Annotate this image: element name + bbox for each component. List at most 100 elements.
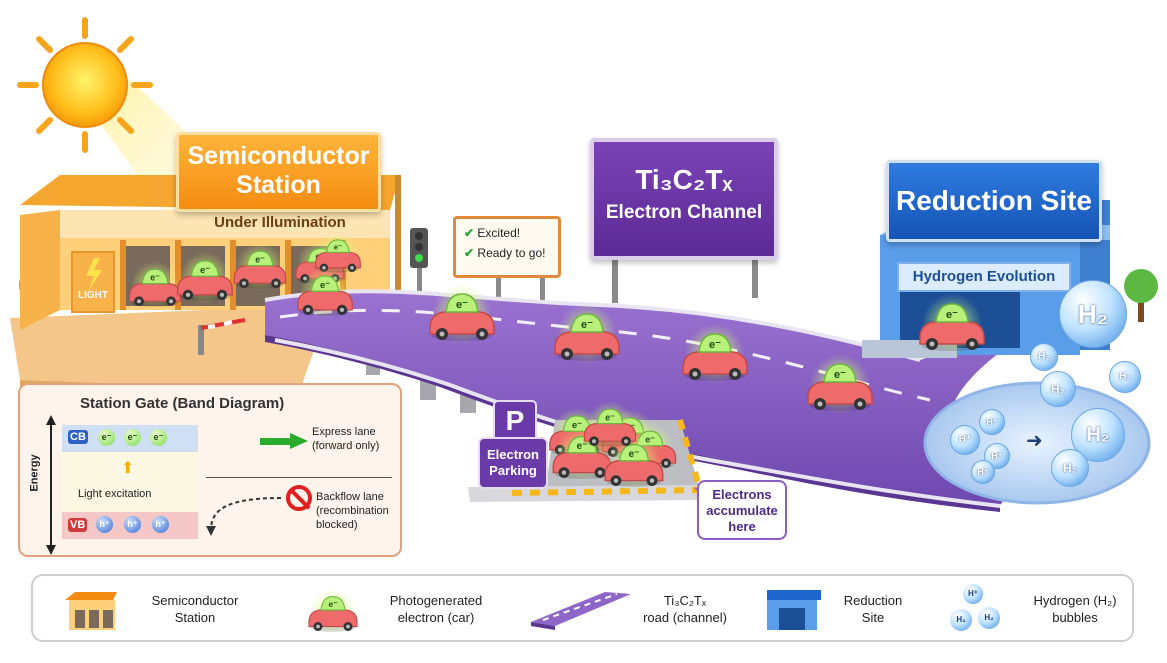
electrons-accumulate-callout: Electrons accumulate here (697, 480, 787, 540)
station-title-line1: Semiconductor (187, 142, 370, 170)
h2-bubble: H₂ (1109, 361, 1141, 393)
h2-bubble: H₂ (1030, 343, 1058, 371)
electron-label: e⁻ (946, 309, 958, 321)
electron-car: e⁻ (919, 294, 985, 354)
parking-line2: Parking (489, 463, 537, 478)
status-ready: Ready to go! (477, 246, 546, 260)
legend-station-icon (65, 592, 117, 630)
tree-right (1124, 269, 1158, 322)
electron-label: e⁻ (645, 434, 655, 444)
semiconductor-station-sign: Semiconductor Station (176, 132, 381, 212)
express-line2: (forward only) (312, 440, 380, 452)
h2-bubble: H₂ (1051, 449, 1089, 487)
h2-bubble: H⁺ (979, 409, 1005, 435)
electron-label: e⁻ (329, 600, 338, 609)
electron-car: e⁻ (297, 267, 353, 319)
legend-road-icon (531, 592, 631, 630)
status-line-1: ✔ Excited! (464, 226, 558, 240)
electron-label: e⁻ (334, 243, 342, 252)
electron-label: e⁻ (255, 254, 265, 264)
status-sign: ✔ Excited! ✔ Ready to go! (453, 216, 561, 278)
h2-bubble: H⁺ (950, 425, 980, 455)
express-line1: Express lane (312, 426, 376, 438)
cb-electron: e⁻ (150, 429, 167, 446)
up-arrow-icon: ⬆ (121, 460, 135, 477)
electron-label: e⁻ (605, 412, 615, 422)
h2-bubble: H₂ (1059, 280, 1127, 348)
electron-car: e⁻ (233, 243, 287, 292)
electron-label: e⁻ (834, 369, 846, 381)
station-subtitle: Under Illumination (214, 214, 346, 231)
parking-p-sign: P (493, 400, 537, 442)
cb-electron: e⁻ (98, 429, 115, 446)
channel-title: Ti₃C₂Tₓ (635, 164, 733, 195)
cb-label: CB (68, 430, 88, 444)
sun-icon (17, 17, 153, 153)
electron-car: e⁻ (429, 284, 495, 344)
parking-line1: Electron (486, 447, 539, 462)
reduction-title: Reduction Site (895, 185, 1092, 216)
electron-label: e⁻ (577, 441, 588, 452)
legend-item-bubbles: Hydrogen (H₂) bubbles (1025, 592, 1125, 626)
legend-electron-line2: electron (car) (397, 610, 475, 625)
legend-item-road: Ti₃C₂Tₓ road (channel) (635, 592, 735, 626)
electron-label: e⁻ (572, 420, 582, 430)
electron-label: e⁻ (150, 272, 160, 282)
electron-car: e⁻ (177, 252, 233, 304)
accumulate-line3: here (728, 519, 756, 534)
no-entry-icon (286, 485, 312, 511)
light-label: LIGHT (78, 290, 108, 301)
electron-label: e⁻ (629, 449, 640, 460)
backflow-lane-label: Backflow lane (recombination blocked) (316, 490, 389, 532)
cb-electron: e⁻ (124, 429, 141, 446)
check-icon: ✔ (464, 246, 475, 260)
legend-item-station: Semiconductor Station (135, 592, 255, 626)
legend-bubbles-line1: Hydrogen (H₂) (1033, 593, 1117, 608)
status-line-2: ✔ Ready to go! (464, 246, 558, 260)
electron-car: e⁻ (128, 261, 182, 310)
light-excitation-label: Light excitation (78, 488, 152, 500)
accumulate-line1: Electrons (712, 487, 772, 502)
legend-electron-line1: Photogenerated (389, 593, 483, 608)
electron-parking-sign: Electron Parking (478, 437, 548, 489)
legend-reduction-icon (767, 590, 821, 630)
h2-bubble: H⁺ (984, 443, 1010, 469)
legend-road-line1: Ti₃C₂Tₓ (663, 593, 707, 608)
reduction-site-sign: Reduction Site (886, 160, 1102, 242)
electron-car: e⁻ (554, 304, 620, 364)
vb-label: VB (68, 518, 88, 532)
electron-label: e⁻ (709, 339, 721, 351)
electron-label: e⁻ (320, 280, 330, 290)
lightning-icon (86, 258, 102, 292)
legend-item-electron: Photogenerated electron (car) (376, 592, 496, 626)
legend-item-reduction: Reduction Site (833, 592, 913, 626)
channel-subtitle: Electron Channel (605, 202, 763, 223)
legend-panel: Semiconductor Station e⁻ Photogenerated … (31, 574, 1134, 642)
vb-hole: h⁺ (96, 516, 113, 533)
electron-car: e⁻ (308, 589, 358, 634)
reaction-arrow-icon: ➜ (1026, 430, 1043, 452)
h2-bubble: H₂ (1040, 371, 1076, 407)
h2-bubble: H⁺ (971, 460, 995, 484)
legend-station-line1: Semiconductor (151, 593, 239, 608)
backflow-line3: blocked) (316, 519, 358, 531)
traffic-light-icon (410, 228, 428, 298)
electron-label: e⁻ (200, 265, 210, 275)
electron-label: e⁻ (456, 299, 468, 311)
electron-label: e⁻ (581, 319, 593, 331)
legend-bubble: H₂ (950, 609, 972, 631)
ti3c2tx-road (265, 291, 1020, 505)
express-lane-label: Express lane (forward only) (312, 425, 379, 453)
electron-car: e⁻ (604, 435, 664, 490)
legend-reduction-line1: Reduction (843, 593, 903, 608)
status-excited: Excited! (477, 226, 521, 240)
lane-divider (206, 477, 392, 478)
forward-arrow-icon (260, 433, 308, 449)
legend-station-line2: Station (174, 610, 216, 625)
accumulate-line2: accumulate (706, 503, 778, 518)
backflow-line1: Backflow lane (316, 491, 384, 503)
reduction-subtitle: Hydrogen Evolution (897, 262, 1071, 292)
electron-car: e⁻ (807, 354, 873, 414)
